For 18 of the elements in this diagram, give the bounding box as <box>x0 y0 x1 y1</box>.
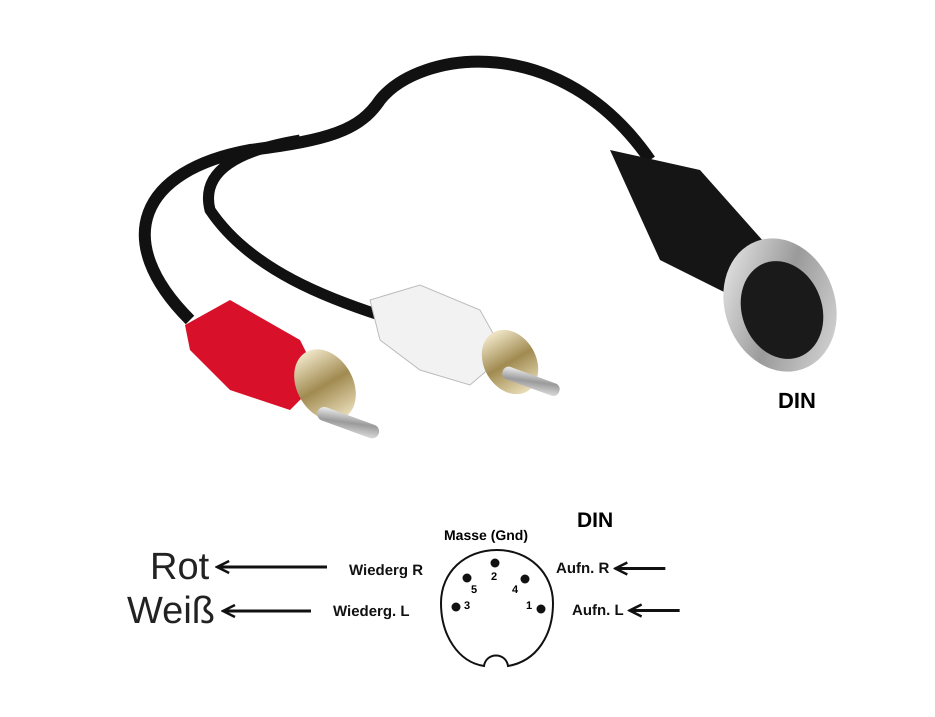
signal-label: Rot <box>150 548 210 586</box>
pin-number: 4 <box>512 585 518 596</box>
pin-number: 5 <box>471 585 478 596</box>
signal-label: Weiß <box>127 592 215 630</box>
arrow <box>222 604 311 618</box>
pin-number: 1 <box>526 601 532 612</box>
signal-label: Aufn. L <box>572 603 624 618</box>
signal-label: Wiederg R <box>349 563 424 578</box>
signal-label: Aufn. R <box>556 561 610 576</box>
connector-caption: DIN <box>577 510 614 531</box>
connector-caption: DIN <box>778 390 816 412</box>
pin-number: 3 <box>464 601 470 612</box>
pin-number: 2 <box>491 572 498 583</box>
arrow <box>628 603 680 618</box>
signal-label: Wiederg. L <box>333 604 410 619</box>
arrow <box>216 560 327 574</box>
pin-label: Masse (Gnd) <box>444 528 528 542</box>
arrow <box>614 561 666 576</box>
